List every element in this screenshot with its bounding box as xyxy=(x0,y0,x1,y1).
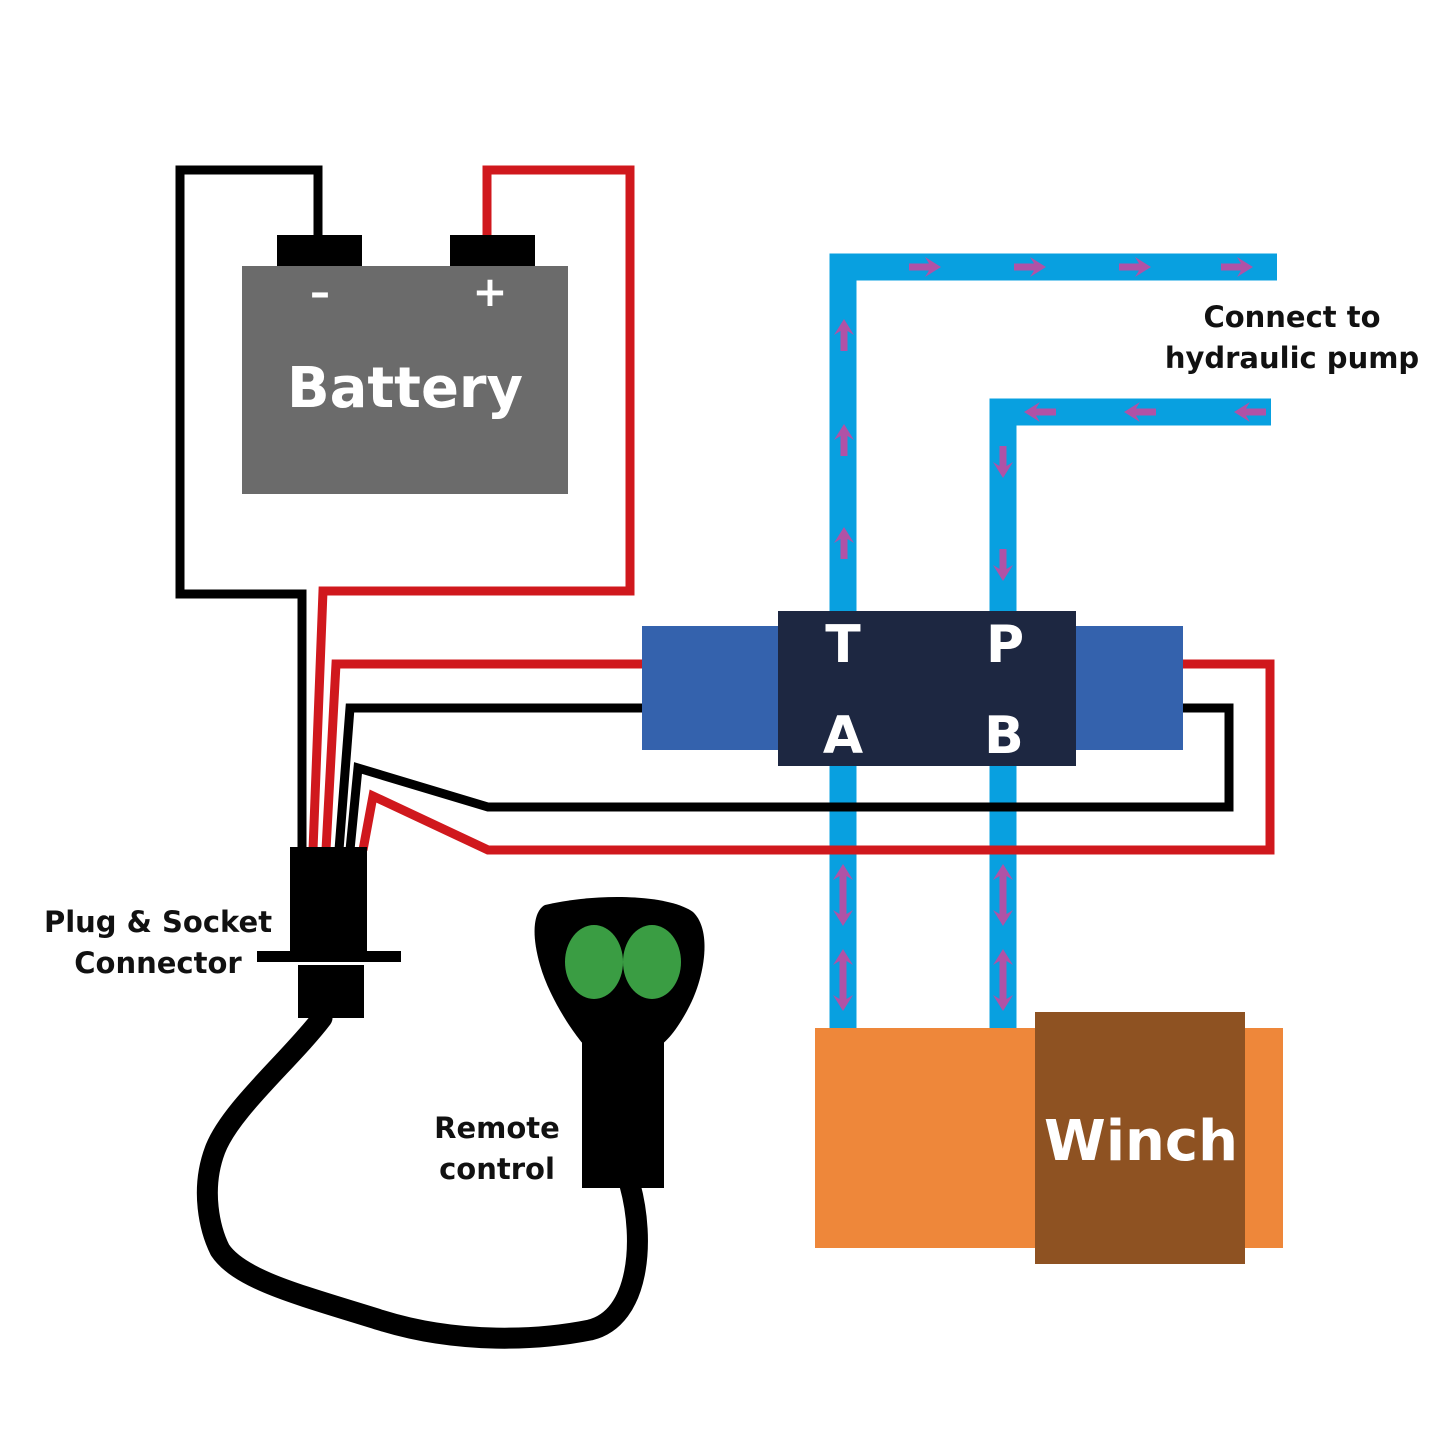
winch-drum xyxy=(1035,1012,1245,1264)
wire-valve-right-positive xyxy=(358,659,1275,855)
wire-valve-right-negative xyxy=(345,703,1234,851)
port-t-label: T xyxy=(825,615,861,675)
flow-arrow-bidirectional-up xyxy=(833,864,853,896)
flow-arrow-bidirectional-down xyxy=(833,894,853,926)
pump-label-line1: Connect to xyxy=(1203,300,1380,334)
remote-label-line2: control xyxy=(439,1152,555,1186)
flow-arrow-right xyxy=(1221,257,1253,277)
flow-arrow-bidirectional-up xyxy=(993,949,1013,981)
valve-solenoid-right xyxy=(1075,626,1183,750)
flow-arrow-up xyxy=(834,424,854,456)
flow-arrow-right xyxy=(1014,257,1046,277)
flow-arrow-bidirectional-down xyxy=(993,979,1013,1011)
flow-arrow-bidirectional-up xyxy=(833,949,853,981)
wire-valve-left-positive xyxy=(321,659,642,851)
flow-arrow-bidirectional-down xyxy=(993,894,1013,926)
flow-arrow-left xyxy=(1024,402,1056,422)
hose-pressure-line xyxy=(989,398,1271,612)
battery-negative-symbol: – xyxy=(310,270,330,316)
battery-positive-symbol: + xyxy=(472,267,507,316)
flow-arrow-bidirectional-down xyxy=(833,979,853,1011)
remote-button-left xyxy=(565,925,623,999)
flow-arrow-down xyxy=(993,549,1013,581)
flow-arrow-left xyxy=(1234,402,1266,422)
flow-arrows xyxy=(833,257,1266,1011)
remote-handle xyxy=(582,1040,664,1188)
control-valve: T P A B xyxy=(642,611,1183,766)
connector-socket xyxy=(298,965,364,1018)
flow-arrow-left xyxy=(1124,402,1156,422)
remote-control: Remote control xyxy=(434,896,705,1188)
winch-label: Winch xyxy=(1044,1109,1238,1174)
winch: Winch xyxy=(815,1012,1283,1264)
battery-positive-terminal xyxy=(450,235,535,268)
battery-body xyxy=(242,266,568,494)
pump-label-line2: hydraulic pump xyxy=(1165,341,1419,375)
battery-negative-terminal xyxy=(277,235,362,268)
port-b-label: B xyxy=(984,706,1024,766)
battery: – + Battery xyxy=(242,235,568,494)
wire-valve-left-negative xyxy=(334,703,642,851)
flow-arrow-right xyxy=(1119,257,1151,277)
wire-battery-positive xyxy=(308,165,635,851)
battery-label: Battery xyxy=(287,356,523,421)
wire-battery-negative xyxy=(175,165,323,850)
plug-socket-connector: Plug & Socket Connector xyxy=(44,847,401,1018)
flow-arrow-up xyxy=(834,527,854,559)
pump-label: Connect to hydraulic pump xyxy=(1165,300,1419,375)
connector-flange xyxy=(257,951,401,962)
connector-label-line2: Connector xyxy=(74,946,242,980)
port-p-label: P xyxy=(986,615,1024,675)
flow-arrow-down xyxy=(993,446,1013,478)
remote-button-right xyxy=(623,925,681,999)
flow-arrow-right xyxy=(909,257,941,277)
remote-cable xyxy=(196,1007,648,1349)
valve-solenoid-left xyxy=(642,626,780,750)
flow-arrow-up xyxy=(834,319,854,351)
connector-plug xyxy=(290,847,367,952)
port-a-label: A xyxy=(823,706,863,766)
remote-label-line1: Remote xyxy=(434,1111,560,1145)
wiring xyxy=(175,165,1275,855)
flow-arrow-bidirectional-up xyxy=(993,864,1013,896)
connector-label-line1: Plug & Socket xyxy=(44,905,272,939)
valve-body xyxy=(778,611,1076,766)
